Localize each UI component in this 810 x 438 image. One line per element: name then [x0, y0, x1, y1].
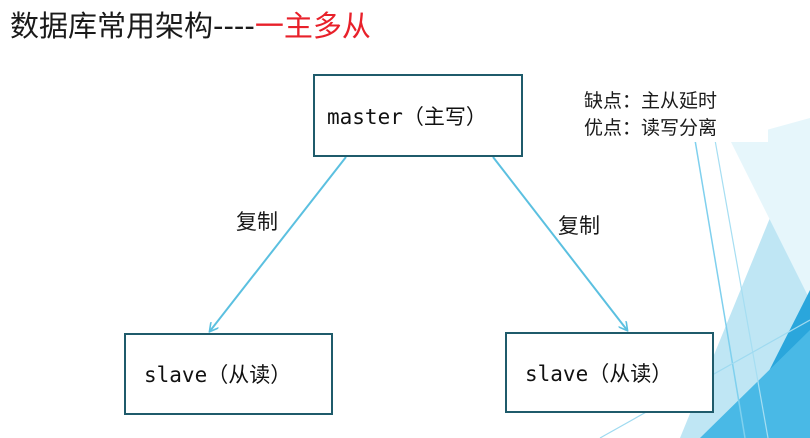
edge-master-to-slave-left: [210, 156, 347, 331]
notes-box: 缺点：主从延时 优点：读写分离: [582, 88, 768, 142]
note-cons: 缺点：主从延时: [584, 90, 718, 112]
title-main: 数据库常用架构----: [10, 9, 255, 43]
deco-line-1: [694, 139, 746, 438]
title-accent: 一主多从: [254, 9, 371, 43]
deco-line-2: [714, 139, 769, 438]
slave-node-right: slave（从读）: [505, 332, 714, 413]
slave-node-left: slave（从读）: [124, 333, 333, 415]
page-title: 数据库常用架构----一主多从: [10, 6, 371, 46]
deco-triangle-mid: [730, 118, 810, 300]
edge-master-to-slave-right: [492, 156, 627, 330]
edge-label-right: 复制: [558, 214, 600, 238]
master-node-label: master（主写）: [327, 104, 487, 129]
master-node: master（主写）: [313, 74, 523, 157]
edge-label-left: 复制: [236, 210, 278, 234]
slave-node-right-label: slave（从读）: [525, 361, 673, 386]
note-pros: 优点：读写分离: [584, 117, 718, 139]
slave-node-left-label: slave（从读）: [144, 363, 292, 387]
deco-triangle-blue: [700, 330, 810, 438]
